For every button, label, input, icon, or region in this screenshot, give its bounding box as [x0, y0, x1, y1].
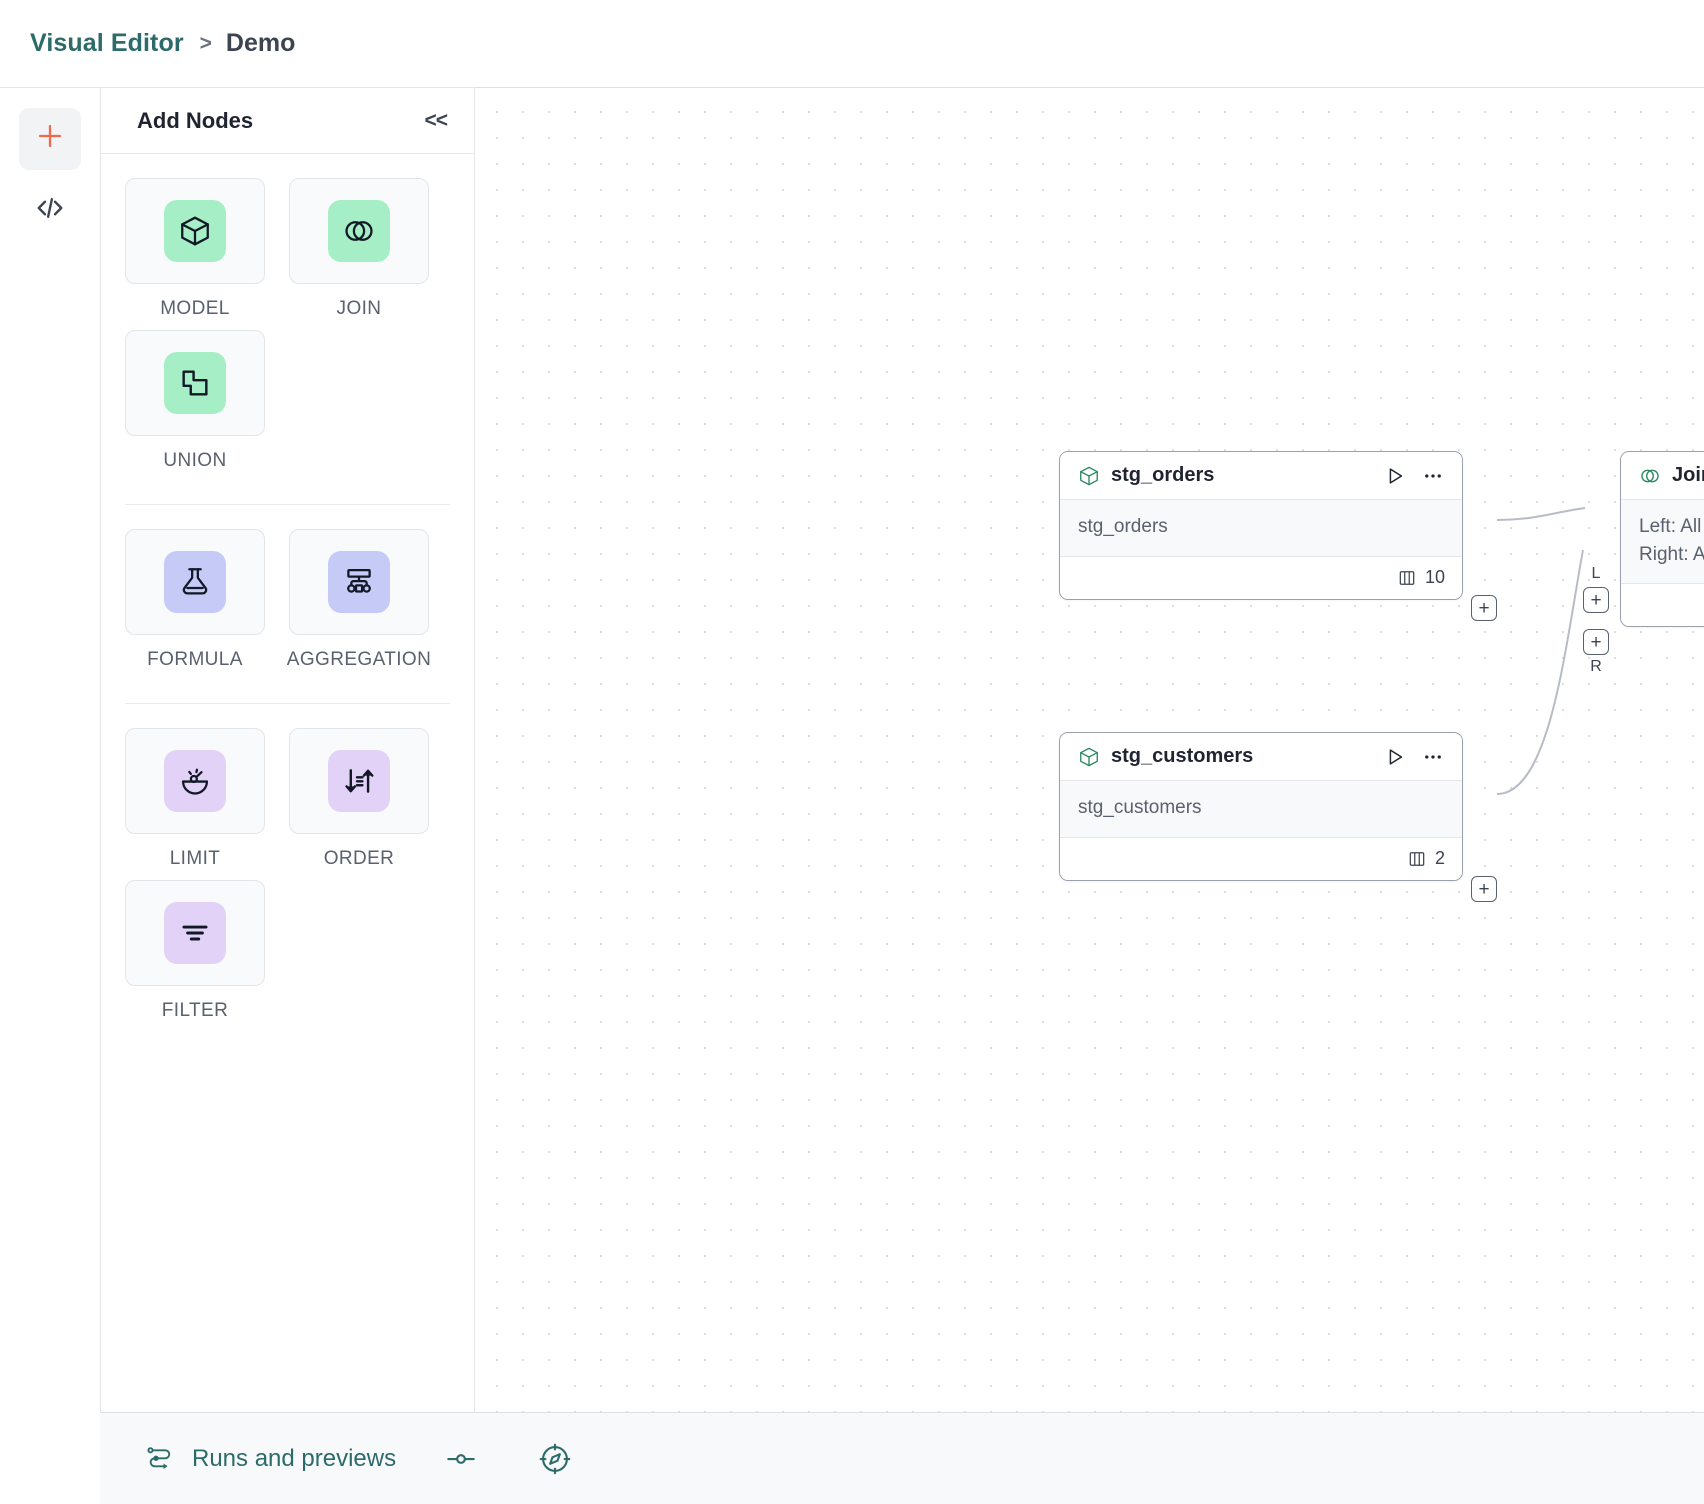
- add-nodes-panel-header: Add Nodes <<: [101, 88, 474, 154]
- flask-icon: [164, 551, 226, 613]
- node-group-row-ops: LIMIT: [101, 728, 474, 1032]
- add-node-rail-button[interactable]: [19, 108, 81, 170]
- node-tile-aggregation[interactable]: [289, 529, 429, 635]
- flow-node-title: Join 1: [1672, 464, 1704, 486]
- ellipsis-icon[interactable]: [1420, 463, 1446, 489]
- column-count-value: 10: [1424, 567, 1445, 588]
- node-label-model: MODEL: [160, 298, 230, 319]
- output-handle-stg-customers[interactable]: +: [1471, 876, 1497, 902]
- compass-icon[interactable]: [538, 1442, 572, 1476]
- node-group-transforms: FORMULA AGGREGATION: [101, 529, 474, 681]
- join-left-input-label: L: [1591, 565, 1601, 582]
- flow-node-header: stg_customers: [1060, 733, 1462, 781]
- cube-icon: [164, 200, 226, 262]
- flow-node-footer: 12: [1621, 584, 1704, 627]
- output-handle-stg-orders[interactable]: +: [1471, 595, 1497, 621]
- node-option-filter[interactable]: FILTER: [125, 880, 265, 1022]
- flow-node-header: Join 1: [1621, 452, 1704, 500]
- hierarchy-icon: [328, 551, 390, 613]
- add-nodes-panel: Add Nodes << MODEL: [100, 87, 475, 1412]
- add-nodes-panel-body: MODEL JOIN: [101, 154, 474, 1032]
- node-label-aggregation: AGGREGATION: [286, 649, 432, 670]
- node-option-limit[interactable]: LIMIT: [125, 728, 265, 870]
- panel-divider-1: [125, 504, 450, 505]
- column-count: 10: [1397, 567, 1445, 588]
- play-icon[interactable]: [1382, 463, 1408, 489]
- flow-node-stg-orders[interactable]: stg_orders stg_orders: [1059, 451, 1463, 600]
- filter-lines-icon: [164, 902, 226, 964]
- bottom-toolbar: Runs and previews: [100, 1412, 1704, 1504]
- flow-canvas[interactable]: stg_orders stg_orders: [475, 87, 1704, 1412]
- node-label-formula: FORMULA: [147, 649, 243, 670]
- pipeline-runs-icon: [144, 1444, 174, 1474]
- breadcrumb-current-page: Demo: [225, 29, 296, 57]
- flow-node-stg-customers[interactable]: stg_customers stg_customers: [1059, 732, 1463, 881]
- node-tile-filter[interactable]: [125, 880, 265, 986]
- code-icon: [35, 193, 65, 230]
- flow-node-title: stg_orders: [1111, 464, 1215, 486]
- left-icon-rail: [0, 87, 100, 1412]
- flow-node-body-line: stg_orders: [1078, 516, 1168, 537]
- node-tile-order[interactable]: [289, 728, 429, 834]
- column-count-value: 2: [1434, 848, 1445, 869]
- node-tile-join[interactable]: [289, 178, 429, 284]
- edge-orders-to-join-left: [1496, 507, 1586, 521]
- gauge-icon: [164, 750, 226, 812]
- node-group-sources: MODEL JOIN: [101, 178, 474, 482]
- input-handle-join-left[interactable]: +: [1583, 587, 1609, 613]
- node-label-filter: FILTER: [161, 1000, 229, 1021]
- venn-circles-icon: [1639, 465, 1661, 487]
- flow-node-title: stg_customers: [1111, 745, 1254, 767]
- node-option-model[interactable]: MODEL: [125, 178, 265, 320]
- columns-icon: [1407, 849, 1427, 869]
- panel-divider-2: [125, 703, 450, 704]
- cube-icon: [1078, 465, 1100, 487]
- node-option-formula[interactable]: FORMULA: [125, 529, 265, 671]
- node-label-order: ORDER: [323, 848, 395, 869]
- venn-circles-icon: [328, 200, 390, 262]
- flow-node-body-line-left: Left: All columns: [1639, 516, 1704, 537]
- runs-and-previews-label: Runs and previews: [192, 1444, 397, 1472]
- node-option-order[interactable]: ORDER: [289, 728, 429, 870]
- breadcrumb-root-link[interactable]: Visual Editor: [30, 29, 184, 57]
- columns-icon: [1397, 568, 1417, 588]
- node-tile-formula[interactable]: [125, 529, 265, 635]
- collapse-panel-button[interactable]: <<: [424, 108, 448, 132]
- input-handle-join-right[interactable]: +: [1583, 629, 1609, 655]
- runs-and-previews-button[interactable]: Runs and previews: [144, 1444, 396, 1474]
- node-label-union: UNION: [163, 450, 227, 471]
- node-tile-limit[interactable]: [125, 728, 265, 834]
- code-view-rail-button[interactable]: [19, 180, 81, 242]
- flow-node-body: stg_customers: [1060, 781, 1462, 838]
- breadcrumb-separator: >: [199, 31, 212, 55]
- flow-node-header: stg_orders: [1060, 452, 1462, 500]
- cube-icon: [1078, 746, 1100, 768]
- node-tile-union[interactable]: [125, 330, 265, 436]
- breadcrumb-bar: Visual Editor > Demo: [0, 0, 1704, 87]
- union-shapes-icon: [164, 352, 226, 414]
- node-option-union[interactable]: UNION: [125, 330, 265, 472]
- flow-node-body: Left: All columns Right: All columns: [1621, 500, 1704, 585]
- ellipsis-icon[interactable]: [1420, 744, 1446, 770]
- node-option-aggregation[interactable]: AGGREGATION: [286, 529, 432, 671]
- panel-title: Add Nodes: [137, 107, 254, 133]
- flow-node-join-1[interactable]: Join 1 Left: All columns Right: All colu…: [1620, 451, 1704, 628]
- join-right-input-label: R: [1590, 658, 1602, 675]
- node-option-join[interactable]: JOIN: [289, 178, 429, 320]
- edge-customers-to-join-right: [1496, 549, 1584, 795]
- flow-node-body: stg_orders: [1060, 500, 1462, 557]
- node-label-limit: LIMIT: [169, 848, 221, 869]
- sort-arrows-icon: [328, 750, 390, 812]
- flow-node-body-line: stg_customers: [1078, 797, 1202, 818]
- node-label-join: JOIN: [336, 298, 382, 319]
- flow-node-footer: 10: [1060, 556, 1462, 599]
- play-icon[interactable]: [1382, 744, 1408, 770]
- flow-node-body-line-right: Right: All columns: [1639, 543, 1704, 565]
- column-count: 2: [1407, 848, 1445, 869]
- flow-node-footer: 2: [1060, 837, 1462, 880]
- plus-icon: [35, 121, 65, 157]
- node-tile-model[interactable]: [125, 178, 265, 284]
- slider-toggle-icon[interactable]: [444, 1442, 478, 1476]
